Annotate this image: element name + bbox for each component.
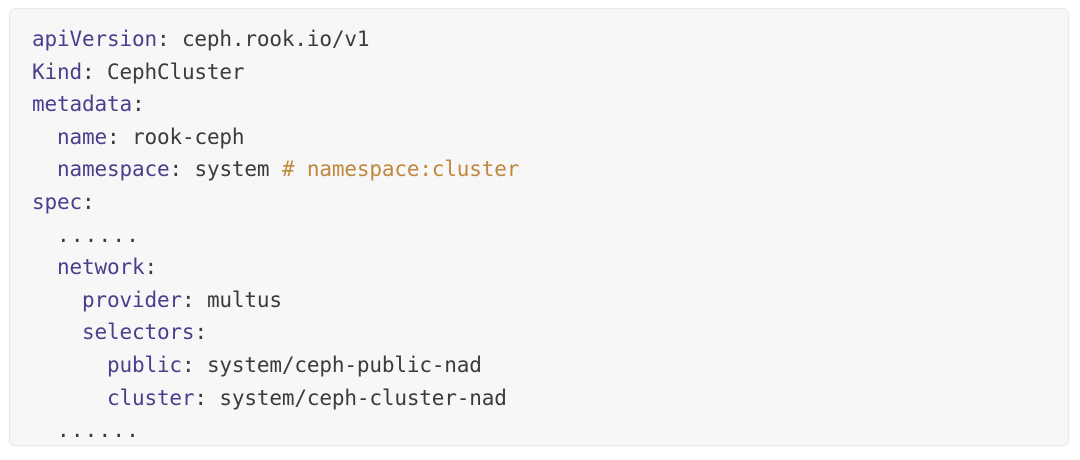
yaml-key: network bbox=[57, 255, 145, 280]
yaml-colon: : bbox=[181, 287, 207, 312]
yaml-key: spec bbox=[32, 189, 82, 214]
yaml-colon: : bbox=[81, 59, 107, 84]
yaml-colon: : bbox=[194, 385, 220, 410]
line-selectors: selectors: bbox=[10, 316, 1068, 349]
yaml-colon: : bbox=[169, 157, 195, 182]
line-metadata: metadata: bbox=[10, 88, 1068, 121]
yaml-colon: : bbox=[81, 189, 95, 214]
yaml-key: selectors bbox=[81, 320, 195, 345]
yaml-value: system/ceph-public-nad bbox=[206, 352, 482, 377]
line-public: public: system/ceph-public-nad bbox=[10, 349, 1068, 382]
indent-spacer bbox=[32, 386, 107, 410]
indent-spacer bbox=[32, 223, 57, 247]
line-spec: spec: bbox=[10, 186, 1068, 219]
yaml-key: metadata bbox=[32, 92, 132, 117]
yaml-value: CephCluster bbox=[106, 59, 245, 84]
yaml-ellipsis: ...... bbox=[57, 222, 141, 247]
indent-spacer bbox=[32, 418, 57, 442]
indent-spacer bbox=[32, 320, 82, 344]
yaml-key: name bbox=[57, 124, 107, 149]
yaml-value: ceph.rook.io/v1 bbox=[181, 27, 370, 51]
yaml-key: cluster bbox=[106, 385, 195, 410]
line-network: network: bbox=[10, 251, 1068, 284]
line-provider: provider: multus bbox=[10, 284, 1068, 317]
line-ellipsis-1: ...... bbox=[10, 219, 1068, 252]
yaml-ellipsis: ...... bbox=[57, 418, 141, 443]
yaml-key: apiVersion bbox=[32, 27, 157, 51]
yaml-colon: : bbox=[144, 255, 157, 280]
yaml-comment: # namespace:cluster bbox=[281, 157, 520, 182]
yaml-key: public bbox=[106, 352, 182, 377]
line-namespace: namespace: system # namespace:cluster bbox=[10, 153, 1068, 186]
line-name: name: rook-ceph bbox=[10, 121, 1068, 154]
yaml-key: provider bbox=[81, 287, 182, 312]
yaml-key: namespace bbox=[57, 157, 170, 182]
yaml-value: system/ceph-cluster-nad bbox=[219, 385, 507, 410]
indent-spacer bbox=[32, 255, 57, 279]
yaml-colon: : bbox=[194, 320, 207, 345]
indent-spacer bbox=[32, 288, 82, 312]
yaml-value: multus bbox=[206, 287, 282, 312]
yaml-colon: : bbox=[156, 27, 182, 51]
line-cluster: cluster: system/ceph-cluster-nad bbox=[10, 382, 1068, 415]
yaml-key: Kind bbox=[32, 59, 82, 84]
yaml-colon: : bbox=[131, 92, 145, 117]
line-apiversion: apiVersion: ceph.rook.io/v1 bbox=[10, 23, 1068, 56]
indent-spacer bbox=[32, 125, 57, 149]
indent-spacer bbox=[32, 157, 57, 181]
indent-spacer bbox=[32, 353, 107, 377]
yaml-colon: : bbox=[181, 352, 207, 377]
line-kind: Kind: CephCluster bbox=[10, 56, 1068, 89]
yaml-value: rook-ceph bbox=[131, 124, 245, 149]
yaml-value: system bbox=[194, 157, 282, 182]
yaml-colon: : bbox=[106, 124, 132, 149]
line-ellipsis-2: ...... bbox=[10, 414, 1068, 445]
